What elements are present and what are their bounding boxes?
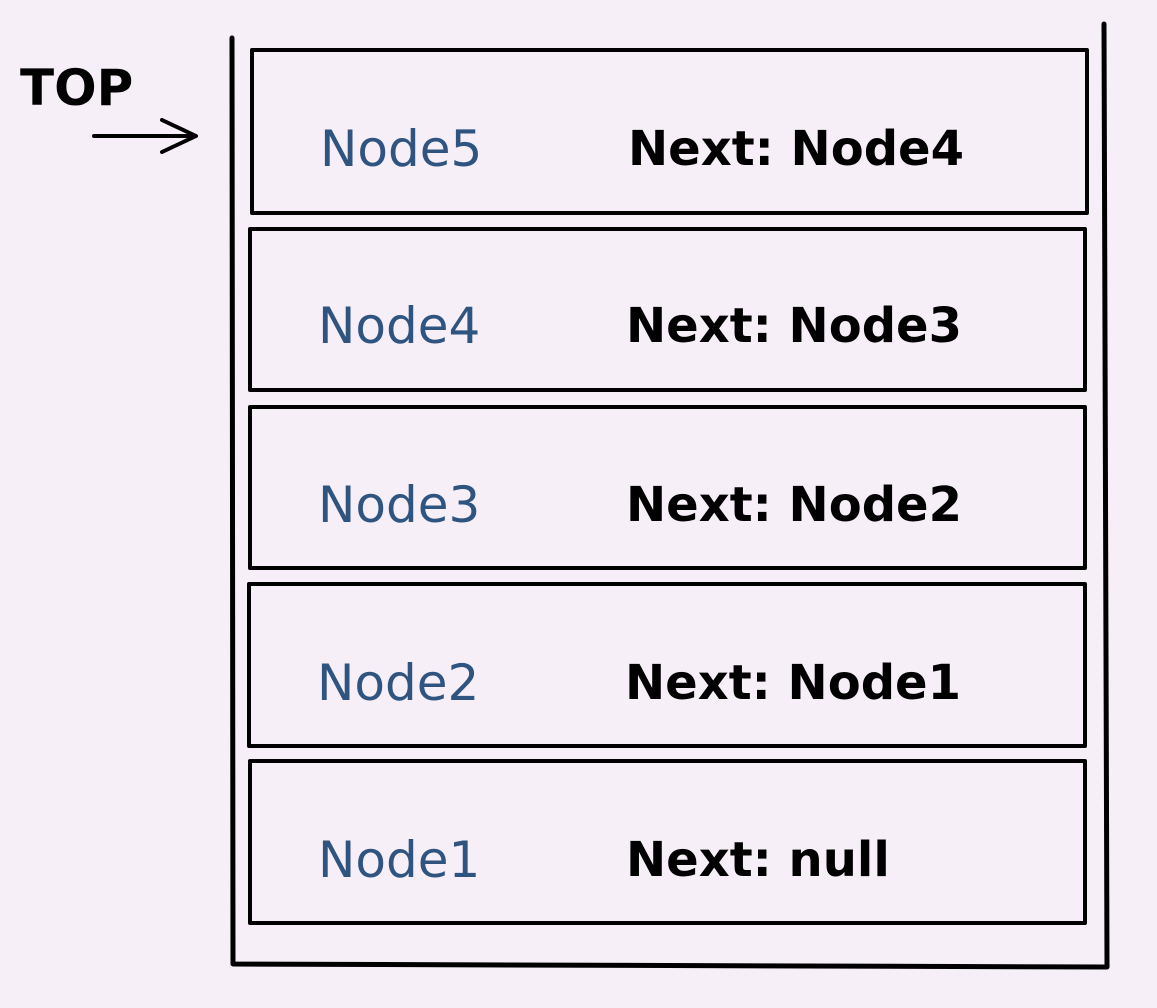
node-next-pointer: Next: Node4 <box>628 121 964 177</box>
node-next-pointer: Next: Node1 <box>625 655 961 711</box>
top-pointer-arrow-icon <box>92 118 198 154</box>
node-next-pointer: Next: null <box>626 832 890 888</box>
stack-node-node1: Node1 Next: null <box>248 759 1087 925</box>
node-name: Node5 <box>320 120 483 178</box>
stack-node-node3: Node3 Next: Node2 <box>248 405 1087 570</box>
stack-node-node4: Node4 Next: Node3 <box>248 227 1087 392</box>
node-next-pointer: Next: Node2 <box>626 477 962 533</box>
node-name: Node4 <box>318 297 481 355</box>
node-name: Node1 <box>318 831 481 889</box>
node-next-pointer: Next: Node3 <box>626 298 962 354</box>
stack-node-node2: Node2 Next: Node1 <box>247 582 1087 748</box>
stack-node-node5: Node5 Next: Node4 <box>250 48 1089 215</box>
node-name: Node3 <box>318 476 481 534</box>
top-pointer-label: TOP <box>20 59 134 117</box>
node-name: Node2 <box>317 654 480 712</box>
